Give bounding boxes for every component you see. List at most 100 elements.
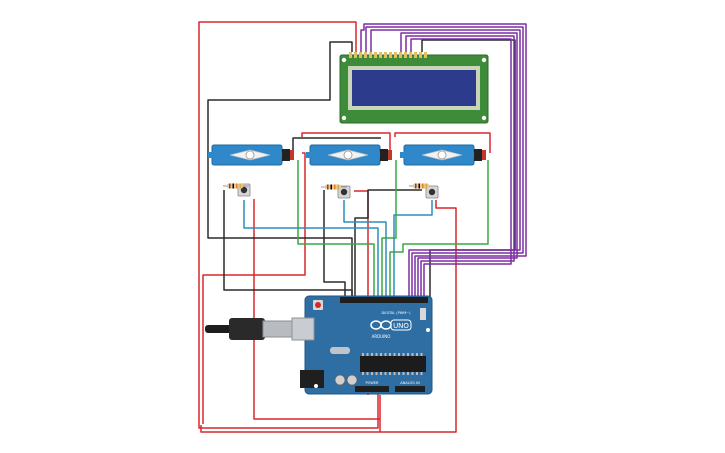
chip-pin — [375, 353, 378, 356]
analog-label: ANALOG IN — [400, 381, 420, 385]
servo-lead — [290, 150, 294, 160]
lcd-pin — [364, 52, 367, 58]
blue-wires — [243, 200, 433, 300]
lcd-pin — [349, 52, 352, 58]
chip-pin — [407, 372, 409, 375]
lcd-screen — [352, 70, 476, 106]
resistor-band — [422, 183, 424, 189]
resistor-band — [239, 183, 241, 189]
lcd-pin — [419, 52, 422, 58]
chip-pins — [362, 353, 423, 375]
chip-pin — [398, 372, 400, 375]
lcd-display — [339, 52, 489, 124]
chip-pin — [416, 372, 418, 375]
chip-pin — [393, 353, 396, 356]
lcd-pin-header — [349, 52, 427, 58]
board-mount-hole — [314, 384, 318, 388]
capacitor — [334, 374, 346, 386]
servo-connector — [474, 149, 482, 161]
button-cap[interactable] — [240, 186, 248, 194]
lcd-pin — [379, 52, 382, 58]
capacitor — [346, 374, 358, 386]
chip-pin — [393, 372, 396, 375]
usb-port — [291, 317, 315, 341]
digital-label: DIGITAL (PWM~) — [381, 311, 411, 315]
lcd-pin — [359, 52, 362, 58]
servos — [208, 144, 486, 166]
black-wires — [207, 39, 516, 300]
chip-pin — [380, 372, 382, 375]
board-mount-hole — [426, 328, 430, 332]
resistor — [223, 183, 249, 189]
arduino-board — [304, 295, 433, 395]
arduino-uno: UNO ARDUINO DIGITAL (PWM~) POWER ANALOG … — [205, 295, 433, 395]
lcd-pin — [354, 52, 357, 58]
analog-header — [395, 386, 425, 392]
lcd-pin — [424, 52, 427, 58]
green-wires — [297, 160, 489, 300]
arduino-brand-text: ARDUINO — [372, 334, 391, 339]
resistor-band — [327, 184, 329, 190]
chip-pin — [411, 372, 414, 375]
lcd-pin — [389, 52, 392, 58]
servo-motor — [208, 144, 294, 166]
lcd-mount-hole — [341, 57, 347, 63]
resistor-band — [229, 183, 231, 189]
lcd-pin — [399, 52, 402, 58]
servo-shaft — [343, 150, 353, 160]
digital-header — [340, 297, 428, 303]
chip-pin — [384, 353, 387, 356]
servo-motor — [306, 144, 392, 166]
atmega-chip — [360, 356, 426, 372]
servo-connector — [380, 149, 388, 161]
lcd-pin — [374, 52, 377, 58]
chip-pin — [420, 353, 423, 356]
servo-lead — [482, 150, 486, 160]
resistor — [409, 183, 435, 189]
chip-pin — [416, 353, 418, 356]
push-button[interactable] — [337, 185, 351, 199]
usb-plug — [229, 318, 265, 340]
resistor-band — [232, 183, 234, 189]
resistor-body — [413, 183, 429, 189]
resistor-band — [236, 183, 238, 189]
icsp-header — [420, 308, 426, 320]
lcd-mount-hole — [481, 115, 487, 121]
button-cap[interactable] — [340, 188, 348, 196]
resistors — [223, 183, 435, 190]
power-jack — [300, 370, 324, 388]
chip-pin — [371, 372, 373, 375]
resistor-band — [415, 183, 417, 189]
arduino-logo: UNO ARDUINO — [370, 319, 412, 339]
crystal — [330, 347, 350, 354]
chip-pin — [389, 353, 391, 356]
chip-pin — [362, 353, 364, 356]
lcd-mount-hole — [341, 115, 347, 121]
uno-logo-text: UNO — [393, 322, 409, 330]
power-label: POWER — [366, 381, 380, 385]
resistor-band — [337, 184, 339, 190]
resistor — [321, 184, 347, 190]
chip-pin — [362, 372, 364, 375]
chip-pin — [384, 372, 387, 375]
chip-pin — [407, 353, 409, 356]
resistor-band — [418, 183, 420, 189]
power-header — [355, 386, 389, 392]
servo-lead — [388, 150, 392, 160]
lcd-mount-hole — [481, 57, 487, 63]
purple-wires — [360, 23, 527, 300]
servo-shaft — [245, 150, 255, 160]
chip-pin — [411, 353, 414, 356]
lcd-pin — [404, 52, 407, 58]
button-cap[interactable] — [428, 188, 436, 196]
servo-connector — [282, 149, 290, 161]
lcd-pin — [394, 52, 397, 58]
resistor-band — [330, 184, 332, 190]
chip-pin — [420, 372, 423, 375]
chip-pin — [389, 372, 391, 375]
chip-pin — [380, 353, 382, 356]
servo-motor — [400, 144, 486, 166]
reset-button-cap[interactable] — [315, 302, 321, 308]
lcd-pin — [369, 52, 372, 58]
